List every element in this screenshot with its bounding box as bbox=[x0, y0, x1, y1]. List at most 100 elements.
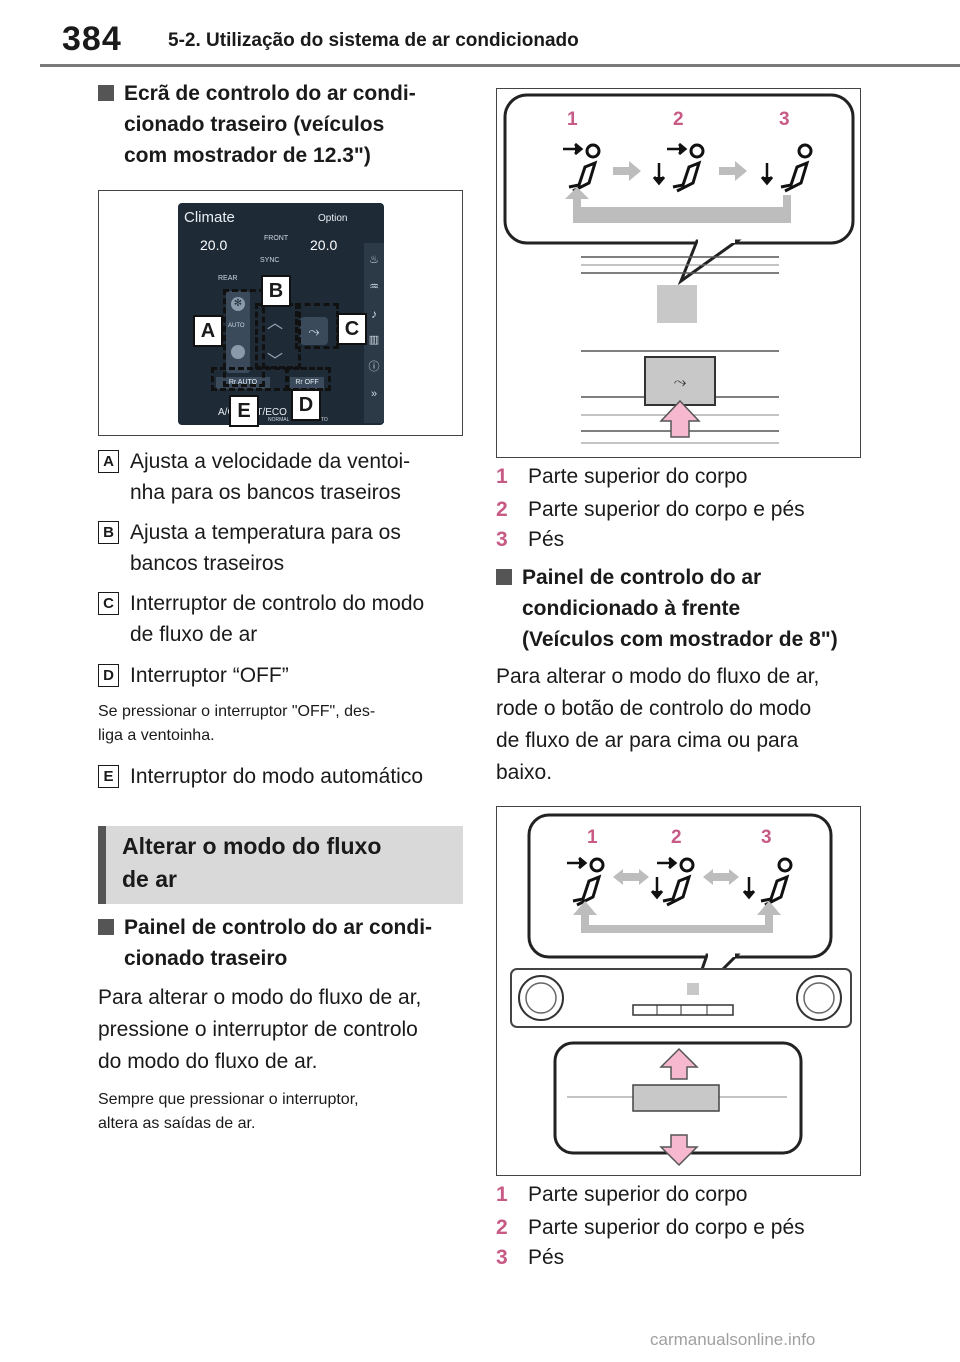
feet-icon bbox=[742, 857, 793, 907]
feet-icon bbox=[760, 143, 813, 193]
music-icon[interactable]: ♪ bbox=[371, 307, 377, 321]
screen-normal-label: NORMAL bbox=[268, 417, 290, 423]
banner-line: de ar bbox=[122, 866, 177, 892]
screen-sync-label: SYNC bbox=[260, 257, 280, 264]
double-arrow-icon bbox=[613, 869, 649, 885]
steering-heat-icon[interactable]: ♒ bbox=[369, 281, 379, 293]
heading-bullet bbox=[98, 919, 114, 935]
legend-text: de fluxo de ar bbox=[130, 623, 258, 646]
mode-bubble bbox=[527, 813, 833, 959]
page-number: 384 bbox=[62, 20, 122, 58]
note-line: Sempre que pressionar o interruptor, bbox=[98, 1091, 359, 1108]
screen-temp-right: 20.0 bbox=[310, 237, 338, 253]
press-arrow-icon bbox=[659, 399, 701, 438]
callout-e: E bbox=[229, 395, 259, 427]
chevron-up-icon[interactable]: ︿ bbox=[266, 315, 283, 332]
list-number: 1 bbox=[496, 1183, 508, 1206]
banner-line: Alterar o modo do fluxo bbox=[122, 833, 382, 859]
rear-airflow-illustration: ⤳ bbox=[503, 93, 855, 444]
return-arrow-icon bbox=[565, 187, 791, 223]
fan-icon: ✻ bbox=[231, 297, 245, 311]
fig1-num-3: 3 bbox=[779, 109, 790, 130]
info-icon[interactable]: ⓘ bbox=[368, 361, 380, 373]
list-text: Pés bbox=[528, 528, 565, 551]
forward-icon[interactable]: » bbox=[370, 388, 378, 400]
legend-badge: C bbox=[98, 592, 119, 615]
callout-d: D bbox=[291, 389, 321, 421]
para-line: pressione o interruptor de controlo bbox=[98, 1018, 418, 1041]
note-off-switch: Se pressionar o interruptor "OFF", des- … bbox=[98, 700, 468, 748]
bubble-pointer bbox=[677, 239, 742, 286]
list-text: Parte superior do corpo bbox=[528, 465, 748, 488]
upper-body-icon bbox=[563, 142, 601, 193]
para-line: Para alterar o modo do fluxo de ar, bbox=[98, 986, 422, 1009]
legend-text: Ajusta a velocidade da ventoi- bbox=[130, 450, 411, 473]
front-panel-paragraph: Para alterar o modo do fluxo de ar, rode… bbox=[496, 661, 866, 789]
temp-adjust-control[interactable]: ︿ ﹀ bbox=[258, 309, 292, 370]
legend-badge: E bbox=[98, 765, 119, 788]
legend-text: Ajusta a temperatura para os bbox=[130, 521, 401, 544]
heading-line: Painel de controlo do ar condi- bbox=[124, 916, 433, 939]
para-line: do modo do fluxo de ar. bbox=[98, 1050, 318, 1073]
header-rule bbox=[40, 64, 960, 67]
bidirectional-arrow-icon bbox=[573, 901, 781, 933]
chevron-down-icon[interactable]: ﹀ bbox=[266, 353, 283, 370]
arrow-down-icon bbox=[659, 1134, 699, 1167]
legend-text: Interruptor do modo automático bbox=[130, 765, 423, 788]
list-text: Pés bbox=[528, 1246, 565, 1269]
callout-b: B bbox=[261, 275, 291, 307]
legend-text: bancos traseiros bbox=[130, 552, 285, 575]
note-line: altera as saídas de ar. bbox=[98, 1115, 256, 1132]
list-number: 2 bbox=[496, 498, 508, 521]
rr-off-button[interactable]: Rr OFF bbox=[290, 377, 324, 389]
upper-body-feet-icon bbox=[652, 142, 705, 193]
fan-auto-small: AUTO bbox=[228, 323, 245, 329]
para-line: de fluxo de ar para cima ou para bbox=[496, 729, 799, 752]
heading-line: condicionado à frente bbox=[522, 597, 741, 620]
list-text: Parte superior do corpo bbox=[528, 1183, 748, 1206]
callout-box-e bbox=[211, 367, 289, 391]
fig2-num-3: 3 bbox=[761, 827, 772, 848]
equalizer-icon[interactable]: ▥ bbox=[368, 334, 380, 346]
callout-box-d bbox=[285, 367, 331, 391]
fig2-num-2: 2 bbox=[671, 827, 682, 848]
mode-dial bbox=[632, 1084, 720, 1112]
heading-line: Painel de controlo do ar bbox=[522, 566, 762, 589]
mode-switch bbox=[644, 356, 716, 406]
double-arrow-icon bbox=[703, 869, 739, 885]
callout-c: C bbox=[337, 313, 367, 345]
heading-front-panel: Painel de controlo do ar condicionado à … bbox=[496, 562, 862, 655]
legend-text: Interruptor de controlo do modo bbox=[130, 592, 425, 615]
para-line: Para alterar o modo do fluxo de ar, bbox=[496, 665, 820, 688]
seat-heat-icon[interactable]: ♨ bbox=[369, 254, 379, 266]
screen-temp-left: 20.0 bbox=[200, 237, 228, 253]
heading-line: (Veículos com mostrador de 8") bbox=[522, 628, 838, 651]
upper-body-icon bbox=[567, 856, 605, 907]
arrow-right-icon bbox=[719, 161, 747, 181]
heading-rear-panel: Painel de controlo do ar condi- cionado … bbox=[98, 912, 469, 974]
rear-climate-screen-figure: Climate Option FRONT 20.0 20.0 SYNC REAR… bbox=[98, 190, 463, 436]
fan-speed-panel[interactable]: ✻ AUTO bbox=[226, 291, 250, 373]
screen-title: Climate bbox=[184, 209, 235, 226]
para-line: baixo. bbox=[496, 761, 553, 784]
heading-rear-screen: Ecrã de controlo do ar condi- cionado tr… bbox=[98, 78, 464, 171]
list-text: Parte superior do corpo e pés bbox=[528, 498, 805, 521]
screen-option: Option bbox=[318, 213, 348, 224]
callout-box-c bbox=[295, 303, 339, 349]
section-title: 5-2. Utilização do sistema de ar condici… bbox=[168, 30, 579, 51]
list-number: 3 bbox=[496, 528, 508, 551]
fig2-num-1: 1 bbox=[587, 827, 598, 848]
arrow-right-icon bbox=[613, 161, 641, 181]
heading-line: cionado traseiro bbox=[124, 947, 288, 970]
panel-block bbox=[657, 285, 697, 323]
heading-line: com mostrador de 12.3") bbox=[124, 144, 371, 167]
fan-low-icon bbox=[231, 345, 245, 359]
heading-line: Ecrã de controlo do ar condi- bbox=[124, 82, 416, 105]
note-line: Se pressionar o interruptor "OFF", des- bbox=[98, 703, 376, 720]
heading-line: cionado traseiro (veículos bbox=[124, 113, 385, 136]
legend-text: Interruptor “OFF” bbox=[130, 664, 289, 687]
banner-title: Alterar o modo do fluxo de ar bbox=[122, 830, 442, 896]
note-line: liga a ventoinha. bbox=[98, 727, 215, 744]
legend-badge: B bbox=[98, 521, 119, 544]
airflow-mode-icon[interactable]: ⤳ bbox=[300, 317, 328, 345]
